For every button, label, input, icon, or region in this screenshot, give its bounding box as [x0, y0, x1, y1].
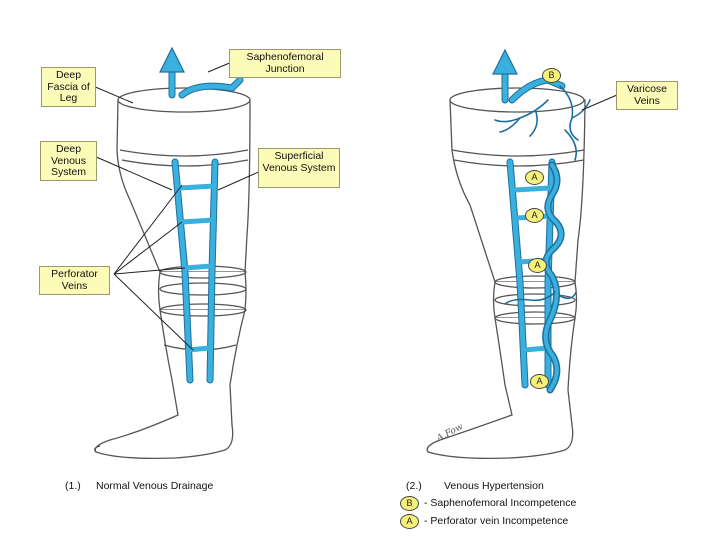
label-deep-fascia: Deep Fascia of Leg [41, 67, 96, 107]
badge-a: A [530, 374, 549, 389]
label-superficial-venous-system: Superficial Venous System [258, 148, 340, 188]
right-leg-illustration [426, 87, 586, 460]
right-leader-line [581, 94, 618, 111]
legend-text-b: - Saphenofemoral Incompetence [424, 497, 577, 509]
left-veins [159, 46, 244, 384]
label-varicose-veins: Varicose Veins [616, 81, 678, 110]
panel1-title: Normal Venous Drainage [96, 480, 214, 492]
right-veins [492, 48, 591, 394]
label-deep-venous-system: Deep Venous System [40, 141, 97, 181]
badge-a: A [525, 208, 544, 223]
legend-text-a: - Perforator vein Incompetence [424, 515, 569, 527]
legend-badge-b: B [400, 496, 419, 511]
panel1-number: (1.) [65, 480, 81, 492]
label-saphenofemoral-junction: Saphenofemoral Junction [229, 49, 341, 78]
left-leader-lines [92, 61, 264, 351]
badge-a: A [528, 258, 547, 273]
legend-badge-a: A [400, 514, 419, 529]
panel2-title: Venous Hypertension [444, 480, 544, 492]
panel2-number: (2.) [406, 480, 422, 492]
badge-b: B [542, 68, 561, 83]
label-perforator-veins: Perforator Veins [39, 266, 110, 295]
badge-a: A [525, 170, 544, 185]
